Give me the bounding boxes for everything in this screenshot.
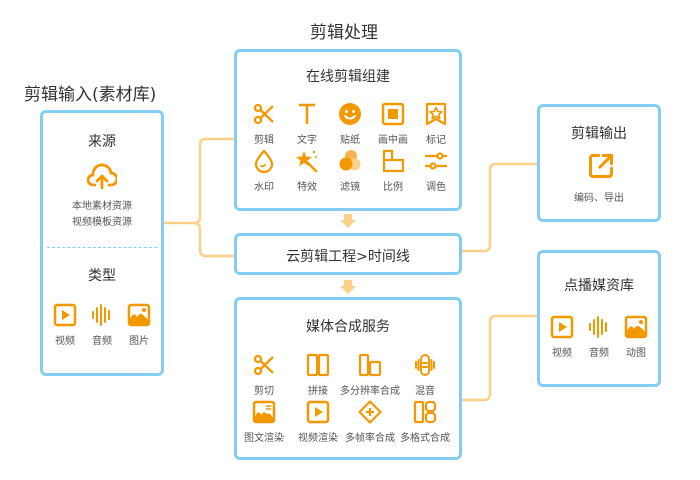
video-render-icon [306, 400, 330, 424]
media-synthesis-title: 媒体合成服务 [306, 319, 390, 335]
audio-wave-icon [92, 304, 110, 326]
online-item: 剪辑 [234, 102, 294, 146]
connector-input-to-timeline [193, 221, 234, 258]
connector-timeline-to-output [462, 162, 537, 253]
vod-label: 音频 [589, 348, 609, 359]
scissors-icon [253, 103, 274, 125]
image-text-render-icon [252, 400, 276, 424]
multi-format-icon [413, 400, 437, 424]
timeline-label: 云剪辑工程>时间线 [286, 249, 410, 265]
output-title: 剪辑输出 [571, 126, 627, 142]
source-line: 视频模板资源 [72, 217, 132, 228]
type-label: 图片 [129, 336, 149, 347]
multi-framerate-icon [358, 400, 382, 424]
text-icon [299, 103, 315, 124]
online-editor-box: 在线剪辑组建 剪辑 文字 贴纸 画中画 标记 水印 特效 滤镜 比例 调色 [234, 49, 462, 211]
online-item: 调色 [406, 149, 466, 193]
output-box: 剪辑输出 编码、导出 [537, 104, 661, 222]
connector-input-to-online [164, 137, 234, 225]
vod-item-audio: 音频 [569, 315, 629, 359]
vod-label: 动图 [626, 348, 646, 359]
online-item: 画中画 [363, 102, 423, 146]
arrow-down-icon [340, 214, 356, 228]
online-item: 特效 [277, 149, 337, 193]
online-item: 标记 [406, 102, 466, 146]
color-adjust-sliders-icon [425, 152, 447, 170]
vod-title: 点播媒资库 [564, 278, 634, 294]
vod-library-box: 点播媒资库 视频 音频 动图 [537, 250, 661, 387]
media-item: 剪切 [234, 353, 294, 397]
scissors-icon [253, 354, 274, 376]
filter-circles-icon [339, 150, 361, 171]
sticker-smile-icon [339, 103, 361, 125]
type-title: 类型 [88, 268, 116, 284]
image-icon [127, 303, 151, 327]
vod-item-gif: 动图 [606, 315, 666, 359]
type-label: 视频 [55, 336, 75, 347]
output-desc: 编码、导出 [574, 193, 624, 204]
type-item-image: 图片 [109, 303, 169, 347]
source-line: 本地素材资源 [72, 201, 132, 212]
media-item: 视频渲染 [288, 400, 348, 444]
media-item: 拼接 [288, 353, 348, 397]
arrow-down-icon [340, 280, 356, 294]
online-item: 比例 [363, 149, 423, 193]
timeline-box: 云剪辑工程>时间线 [234, 233, 462, 275]
watermark-drop-icon [254, 149, 274, 173]
image-icon [624, 315, 648, 339]
video-play-icon [550, 315, 574, 339]
bookmark-star-icon [425, 102, 447, 126]
video-play-icon [53, 303, 77, 327]
export-icon [588, 153, 614, 179]
input-box: 来源 本地素材资源 视频模板资源 类型 视频 音频 图片 [40, 110, 164, 376]
type-item-audio: 音频 [72, 303, 132, 347]
multi-resolution-icon [358, 353, 382, 377]
type-item-video: 视频 [35, 303, 95, 347]
picture-in-picture-icon [381, 102, 405, 126]
process-section-title: 剪辑处理 [310, 23, 378, 43]
cloud-upload-icon [87, 163, 117, 189]
online-item: 滤镜 [320, 149, 380, 193]
source-title: 来源 [88, 134, 116, 150]
input-section-title: 剪辑输入(素材库) [24, 85, 157, 105]
splice-icon [306, 353, 330, 377]
audio-wave-icon [589, 316, 607, 338]
ratio-icon [382, 149, 405, 173]
vod-item-video: 视频 [532, 315, 592, 359]
media-item: 多格式合成 [395, 400, 455, 444]
media-item: 图文渲染 [234, 400, 294, 444]
media-item: 多帧率合成 [335, 400, 405, 444]
audio-mix-icon [415, 354, 435, 376]
media-item: 混音 [395, 353, 455, 397]
vod-label: 视频 [552, 348, 572, 359]
connector-media-to-vod [462, 314, 537, 402]
media-item: 多分辨率合成 [335, 353, 405, 397]
effect-wand-icon [296, 150, 318, 173]
online-item: 水印 [234, 149, 294, 193]
media-synthesis-box: 媒体合成服务 剪切 拼接 多分辨率合成 混音 图文渲染 视频渲染 多帧率合成 多… [234, 297, 462, 460]
online-editor-title: 在线剪辑组建 [306, 69, 390, 85]
online-item: 文字 [277, 102, 337, 146]
type-label: 音频 [92, 336, 112, 347]
online-item: 贴纸 [320, 102, 380, 146]
dashed-divider [47, 247, 157, 248]
